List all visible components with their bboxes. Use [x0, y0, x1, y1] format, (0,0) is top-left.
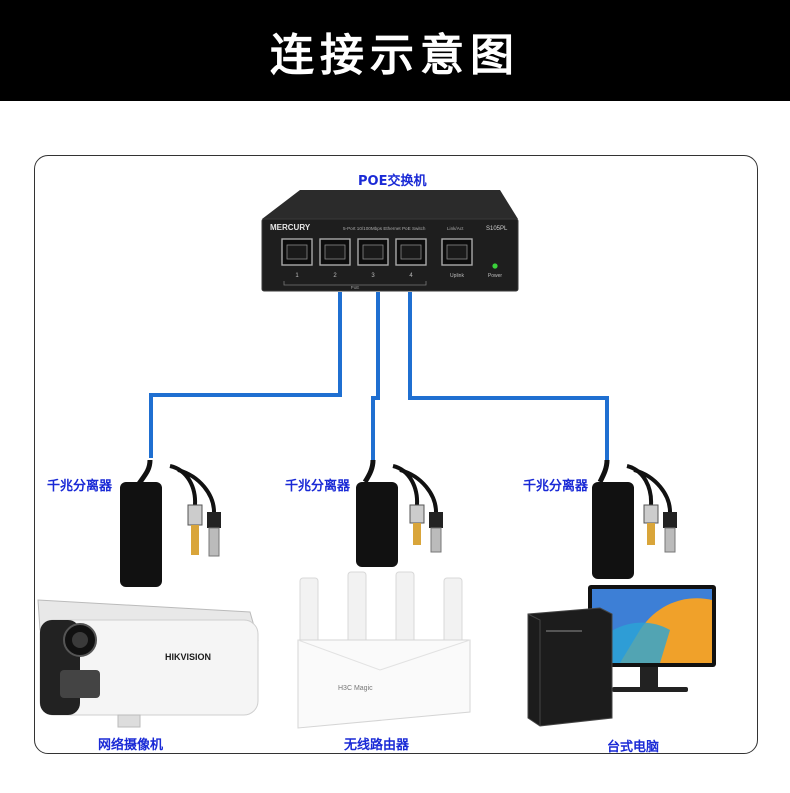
splitter-label-1: 千兆分离器 — [47, 479, 113, 494]
switch-model: S105PL — [486, 226, 508, 232]
port-1 — [281, 238, 313, 266]
port-number-4: 4 — [409, 273, 413, 279]
port-number-1: 1 — [295, 273, 299, 279]
dc-plug-icon — [647, 523, 655, 545]
cables — [149, 292, 609, 460]
switch-top — [262, 190, 518, 219]
router-icon: H3C Magic — [297, 571, 471, 729]
device-label-pc: 台式电脑 — [607, 740, 660, 755]
rj45-plug-icon — [208, 527, 220, 557]
poe-switch: MERCURY 5-Port 10/100Mbps Ethernet PoE S… — [261, 190, 519, 292]
desktop-pc-icon — [527, 585, 716, 727]
camera-icon: HIKVISION — [37, 599, 259, 728]
rj45-plug-icon — [430, 527, 442, 553]
rj45-plug-icon — [643, 504, 659, 524]
splitter-label-3: 千兆分离器 — [523, 479, 589, 494]
splitter-body — [592, 482, 634, 579]
rj45-plug-icon — [664, 527, 676, 553]
cable-port1-camera — [149, 292, 342, 458]
poe-bracket — [283, 281, 427, 286]
port-number-2: 2 — [333, 273, 337, 279]
splitter-3 — [592, 459, 677, 579]
cable-port4-pc — [408, 292, 609, 460]
splitter-1 — [120, 459, 221, 587]
switch-poe-label: PoE — [351, 285, 360, 290]
page-title: 连接示意图 — [270, 29, 520, 81]
splitter-2 — [356, 459, 443, 567]
port-4 — [395, 238, 427, 266]
device-label-router: 无线路由器 — [344, 738, 410, 753]
port-2 — [319, 238, 351, 266]
switch-ports — [281, 238, 473, 266]
title-bar: 连接示意图 — [0, 0, 790, 101]
port-3 — [357, 238, 389, 266]
rj45-plug-icon — [187, 504, 203, 526]
power-led-icon — [492, 263, 498, 269]
router-brand: H3C Magic — [338, 685, 373, 692]
device-label-camera: 网络摄像机 — [98, 738, 164, 753]
cable-port3-router — [371, 292, 380, 460]
switch-link-label: Link/Act — [447, 226, 464, 231]
port-number-3: 3 — [371, 273, 375, 279]
switch-label: POE交换机 — [358, 174, 427, 189]
splitter-body — [356, 482, 398, 567]
switch-brand: MERCURY — [270, 223, 311, 232]
dc-plug-icon — [413, 523, 421, 545]
switch-front — [261, 218, 519, 292]
rj45-plug-icon — [409, 504, 425, 524]
switch-power-label: Power — [488, 273, 503, 279]
splitter-body — [120, 482, 162, 587]
splitter-label-2: 千兆分离器 — [285, 479, 351, 494]
switch-caption: 5-Port 10/100Mbps Ethernet PoE Switch — [343, 226, 426, 231]
dc-plug-icon — [191, 525, 199, 555]
camera-brand: HIKVISION — [165, 652, 211, 662]
switch-uplink-label: Uplink — [450, 273, 464, 279]
port-uplink — [441, 238, 473, 266]
